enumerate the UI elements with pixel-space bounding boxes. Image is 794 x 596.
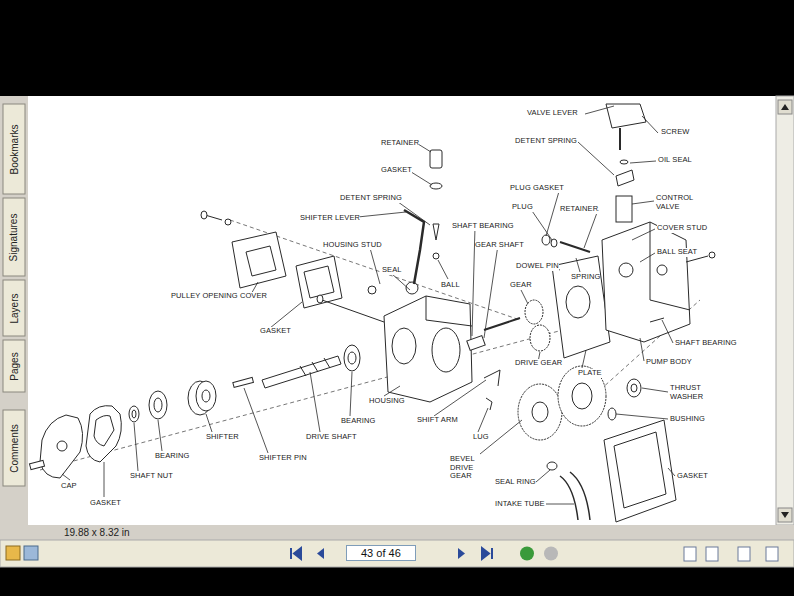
scroll-arrow — [781, 104, 789, 110]
part-label: THRUST WASHER — [670, 384, 703, 401]
scrollbar — [776, 96, 794, 525]
side-panel — [0, 96, 28, 540]
part-label: DRIVE GEAR — [515, 359, 562, 368]
part-label: GASKET — [90, 499, 121, 508]
status-row — [28, 525, 794, 540]
part-label: HOUSING STUD — [323, 241, 382, 250]
part-label: BALL — [441, 281, 460, 290]
part-label: RETAINER — [381, 139, 419, 148]
part-label: SHAFT NUT — [130, 472, 173, 481]
part-label: GEAR SHAFT — [475, 241, 524, 250]
part-label: SEAL RING — [495, 478, 536, 487]
exploded-view — [29, 104, 715, 522]
part-label: SPRING — [571, 273, 600, 282]
part-label: SHIFT ARM — [417, 416, 458, 425]
part-label: CAP — [61, 482, 77, 491]
panel-tab: Layers — [9, 293, 20, 323]
part-label: BEARING — [155, 452, 189, 461]
leader-lines — [62, 106, 675, 504]
part-label: HOUSING — [369, 397, 405, 406]
part-label: SHAFT BEARING — [675, 339, 737, 348]
top-band — [0, 0, 794, 96]
part-label: BEARING — [341, 417, 375, 426]
part-label: GEAR — [510, 281, 532, 290]
part-label: PLUG GASKET — [510, 184, 564, 193]
part-label: CONTROL VALVE — [656, 194, 693, 211]
panel-tab: Signatures — [8, 213, 19, 261]
bottom-band — [0, 567, 794, 596]
part-label: DETENT SPRING — [515, 137, 577, 146]
page — [28, 96, 776, 525]
panel-tab: Bookmarks — [9, 124, 20, 174]
part-label: PLUG — [512, 203, 533, 212]
part-label: OIL SEAL — [658, 156, 692, 165]
part-label: RETAINER — [560, 205, 598, 214]
part-label: BALL SEAT — [657, 248, 697, 257]
part-label: BEVEL DRIVE GEAR — [450, 455, 474, 481]
part-label: PUMP BODY — [646, 358, 692, 367]
scroll-down — [778, 508, 792, 522]
part-label: GASKET — [260, 327, 291, 336]
part-label: SCREW — [661, 128, 689, 137]
part-label: INTAKE TUBE — [495, 500, 545, 509]
toolbar — [0, 540, 794, 567]
part-label: SHAFT BEARING — [452, 222, 514, 231]
part-label: SHIFTER LEVER — [300, 214, 360, 223]
part-label: LUG — [473, 433, 489, 442]
part-label: COVER STUD — [657, 224, 707, 233]
part-label: GASKET — [677, 472, 708, 481]
part-label: VALVE LEVER — [527, 109, 578, 118]
scroll-arrow — [781, 512, 789, 518]
side-tabs — [3, 104, 25, 486]
part-label: GASKET — [381, 166, 412, 175]
part-label: PLATE — [578, 369, 602, 378]
part-label: PULLEY OPENING COVER — [171, 292, 267, 301]
toolbar-icons — [6, 546, 778, 561]
panel-tab: Pages — [9, 352, 20, 380]
part-label: SEAL — [382, 266, 402, 275]
panel-tab: Comments — [9, 424, 20, 472]
part-label: BUSHING — [670, 415, 705, 424]
page-size: 19.88 x 8.32 in — [64, 527, 130, 538]
part-label: SHIFTER PIN — [259, 454, 307, 463]
part-label: SHIFTER — [206, 433, 239, 442]
part-label: DOWEL PIN — [516, 262, 559, 271]
page-counter: 43 of 46 — [346, 545, 416, 561]
scroll-up — [778, 100, 792, 114]
part-label: DETENT SPRING — [340, 194, 402, 203]
part-label: DRIVE SHAFT — [306, 433, 357, 442]
